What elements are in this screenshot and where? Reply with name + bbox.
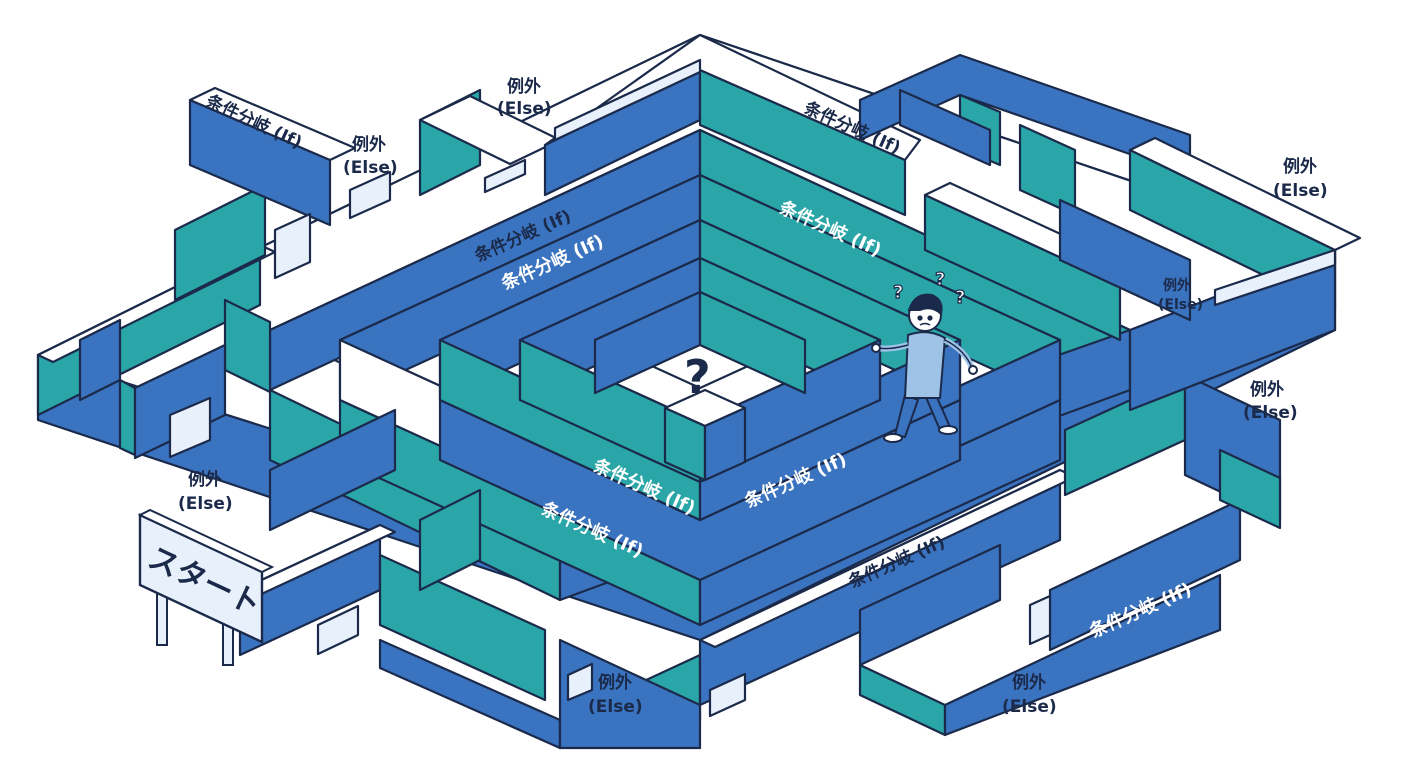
else-label-5: 例外 (Else) [1243, 379, 1298, 423]
svg-text:(Else): (Else) [1002, 697, 1057, 717]
svg-text:(Else): (Else) [1158, 297, 1203, 313]
confused-character: ? ? ? [871, 268, 978, 443]
maze-walls-lower-left [238, 408, 702, 750]
else-label-2: 例外 (Else) [343, 134, 398, 178]
svg-text:例外: 例外 [188, 469, 222, 490]
svg-text:例外: 例外 [1250, 379, 1284, 400]
svg-text:例外: 例外 [1163, 277, 1191, 294]
maze-walls-ring-6 [593, 290, 807, 395]
maze-walls-upper-right [898, 88, 1337, 342]
start-sign: スタート [137, 508, 275, 666]
else-labels: 例外 (Else) 例外 (Else) 例外 (Else) 例外 (Else) … [178, 76, 1328, 717]
center-pillar [663, 388, 747, 482]
thought-question-mark-3: ? [955, 287, 965, 308]
maze-walls-ring-1 [36, 33, 1362, 457]
light-gate-blocks [168, 58, 1052, 718]
svg-text:(Else): (Else) [1243, 403, 1298, 423]
svg-text:例外: 例外 [1012, 672, 1046, 693]
thought-question-mark-2: ? [935, 269, 945, 290]
svg-text:(Else): (Else) [588, 697, 643, 717]
svg-text:(Else): (Else) [1273, 181, 1328, 201]
else-label-3: 例外 (Else) [1273, 156, 1328, 201]
svg-text:例外: 例外 [1283, 156, 1317, 177]
else-label-4: 例外 (Else) [1158, 277, 1203, 313]
else-label-1: 例外 (Else) [497, 76, 552, 119]
center-question-mark: ? [684, 350, 711, 404]
thought-question-mark-1: ? [893, 282, 903, 303]
svg-text:例外: 例外 [507, 76, 541, 97]
maze-walls-lower-right [698, 248, 1337, 737]
else-label-7: 例外 (Else) [588, 672, 643, 717]
svg-text:(Else): (Else) [497, 99, 552, 119]
else-label-8: 例外 (Else) [1002, 672, 1057, 717]
else-label-6: 例外 (Else) [178, 469, 233, 514]
svg-text:例外: 例外 [352, 134, 386, 155]
svg-text:例外: 例外 [598, 672, 632, 693]
svg-text:(Else): (Else) [343, 158, 398, 178]
svg-text:(Else): (Else) [178, 494, 233, 514]
